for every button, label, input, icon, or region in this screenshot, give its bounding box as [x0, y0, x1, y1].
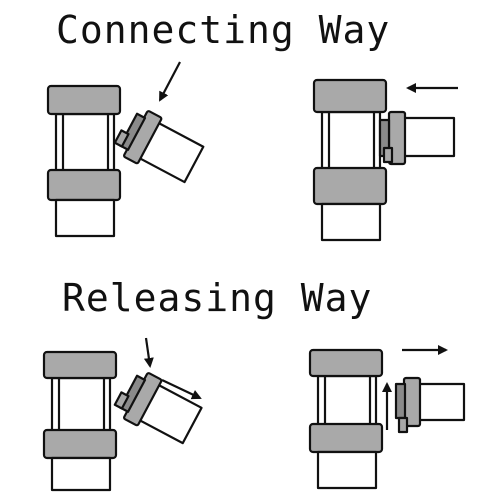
pull-out-arrow [161, 379, 202, 400]
tee-fitting [42, 350, 118, 492]
branch-pipe [113, 372, 203, 445]
tee-fitting [308, 348, 384, 490]
tee-fitting [312, 78, 388, 242]
connecting-way-heading: Connecting Way [56, 8, 391, 52]
insert-arrow [159, 61, 181, 102]
release-straight-illustration [308, 345, 466, 490]
connect-straight-illustration [312, 78, 458, 242]
releasing-way-heading: Releasing Way [62, 276, 373, 320]
connect-angled-illustration [46, 61, 205, 238]
branch-pipe [378, 110, 456, 166]
branch-pipe [113, 110, 205, 184]
release-angled-illustration [42, 337, 203, 492]
press-down-arrow [143, 337, 154, 368]
branch-pipe [394, 376, 466, 434]
tee-fitting [46, 84, 122, 238]
